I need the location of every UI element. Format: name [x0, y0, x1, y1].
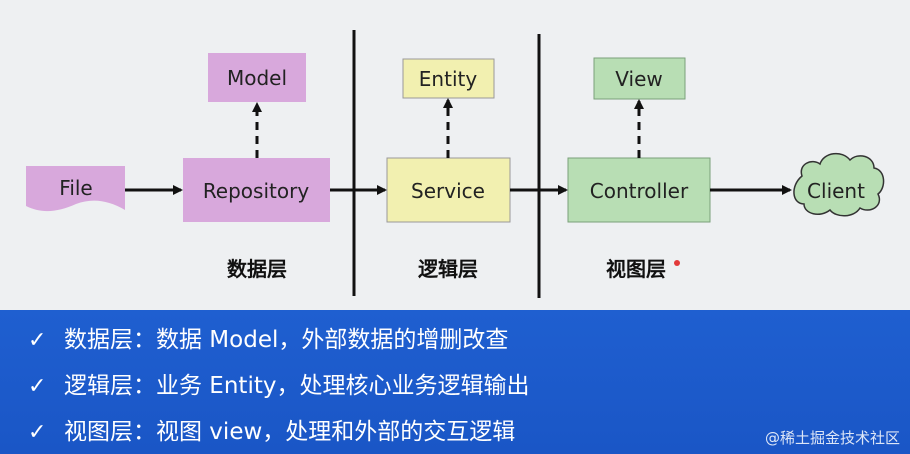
view-label: View	[615, 67, 662, 91]
bullet-text: 视图层：视图 view，处理和外部的交互逻辑	[64, 419, 516, 445]
bullet-text: 逻辑层：业务 Entity，处理核心业务逻辑输出	[64, 373, 530, 399]
repository-node: Repository	[183, 158, 330, 222]
layer-label-view: 视图层	[606, 257, 666, 281]
model-label: Model	[227, 66, 287, 90]
bullet-text: 数据层：数据 Model，外部数据的增删改查	[64, 327, 509, 353]
controller-label: Controller	[590, 179, 689, 203]
bullet-data-layer: ✓ 数据层：数据 Model，外部数据的增删改查	[28, 322, 508, 358]
red-dot-marker	[674, 260, 680, 266]
client-node: Client	[793, 152, 885, 217]
bullet-view-layer: ✓ 视图层：视图 view，处理和外部的交互逻辑	[28, 414, 515, 450]
service-label: Service	[411, 179, 485, 203]
watermark: @稀土掘金技术社区	[764, 429, 900, 447]
cloud-icon	[793, 152, 885, 217]
architecture-diagram: File Repository Model Service Entity	[26, 30, 885, 298]
file-node: File	[26, 166, 125, 212]
view-node: View	[593, 57, 686, 100]
diagram-area: File Repository Model Service Entity	[26, 30, 885, 298]
controller-node: Controller	[567, 157, 711, 223]
layer-label-logic: 逻辑层	[418, 257, 478, 281]
layer-label-data: 数据层	[227, 257, 287, 281]
check-icon: ✓	[28, 374, 47, 399]
repository-label: Repository	[203, 179, 310, 203]
bullet-logic-layer: ✓ 逻辑层：业务 Entity，处理核心业务逻辑输出	[28, 368, 529, 404]
entity-node: Entity	[402, 58, 495, 99]
client-label: Client	[807, 179, 865, 203]
file-label: File	[59, 176, 92, 200]
model-node: Model	[208, 53, 306, 102]
check-icon: ✓	[28, 328, 47, 353]
service-node: Service	[386, 157, 511, 223]
check-icon: ✓	[28, 420, 47, 445]
entity-label: Entity	[419, 67, 478, 91]
summary-banner: ✓ 数据层：数据 Model，外部数据的增删改查 ✓ 逻辑层：业务 Entity，处…	[0, 310, 910, 454]
